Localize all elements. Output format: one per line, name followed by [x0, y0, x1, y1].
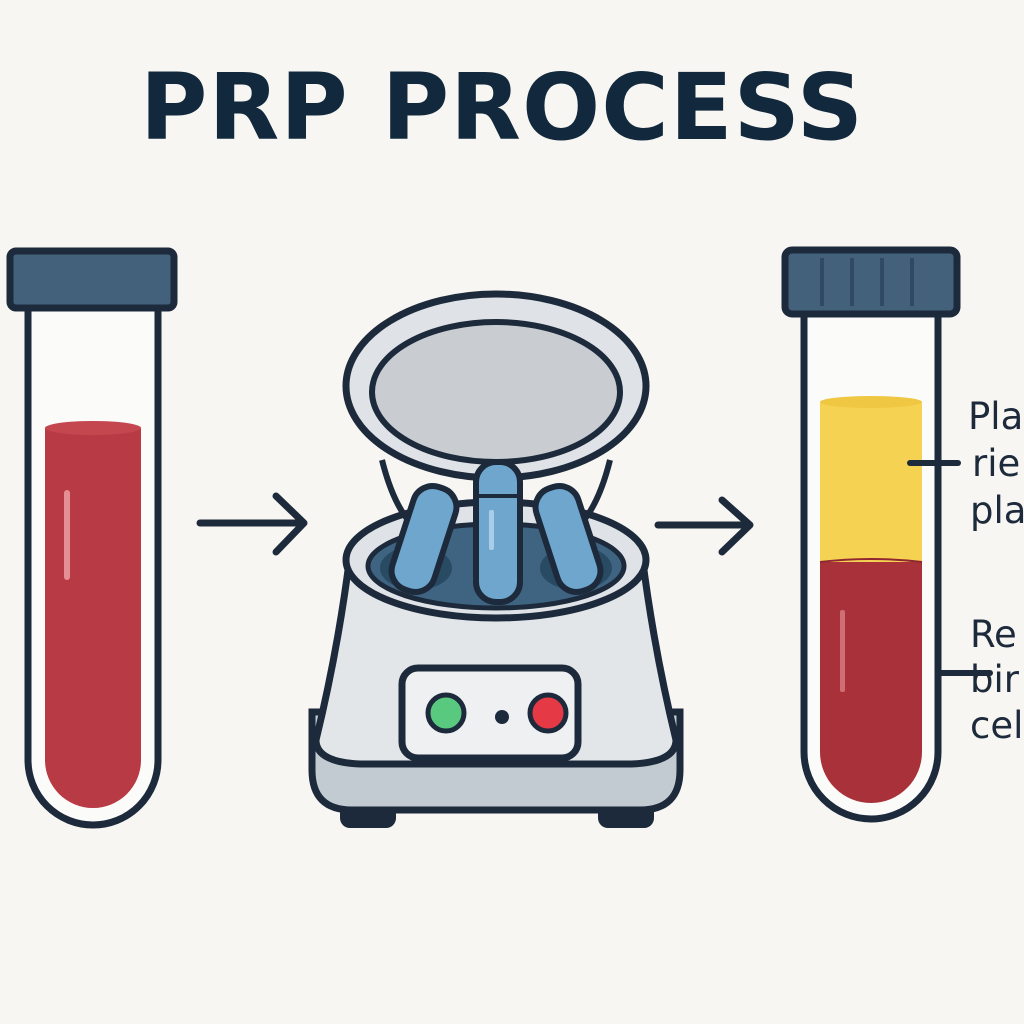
plasma-label-line-1: Pla [968, 395, 1023, 438]
centrifuge-icon [308, 290, 684, 828]
arrow-right-icon [196, 492, 308, 556]
tube-cap-right [781, 246, 961, 318]
rbc-label: Re bir cel [970, 613, 1023, 747]
centrifuge-sample-tubes [388, 459, 604, 605]
rbc-label-line-2: bir [970, 658, 1020, 701]
plasma-label-line-2: rie [972, 442, 1020, 485]
whole-blood-fill [45, 428, 141, 808]
whole-blood-tube [6, 247, 178, 829]
center-dot [495, 710, 509, 724]
rbc-label-line-1: Re [970, 613, 1017, 656]
plasma-layer [820, 402, 922, 562]
arrow-right-icon [654, 496, 754, 556]
tube-cap-left [6, 247, 178, 312]
plasma-label: Pla rie pla [968, 395, 1024, 532]
red-blood-cell-layer [820, 562, 922, 803]
red-indicator-light [527, 692, 569, 734]
green-indicator-light [425, 692, 467, 734]
control-panel [398, 664, 582, 762]
page-title: PRP PROCESS [140, 54, 864, 161]
separated-blood-tube [781, 246, 961, 823]
plasma-label-line-3: pla [970, 489, 1024, 532]
rbc-label-line-3: cel [970, 704, 1023, 747]
